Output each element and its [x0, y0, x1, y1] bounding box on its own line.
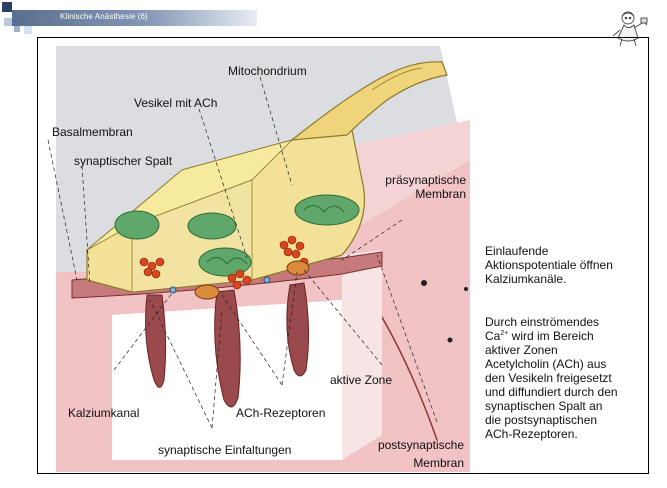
label-basalmembran: Basalmembran [52, 125, 133, 139]
side-p2-line: ACh-Rezeptoren. [485, 427, 650, 441]
side-paragraph-1: Einlaufende Aktionspotentiale öffnen Kal… [485, 244, 650, 286]
label-mitochondrium: Mitochondrium [228, 64, 307, 78]
side-p2-line-ca: Ca2+ wird im Bereich [485, 329, 650, 343]
side-p2-line: Durch einströmendes [485, 315, 650, 329]
side-p1-line: Aktionspotentiale öffnen [485, 258, 650, 272]
side-p2-rest: wird im Bereich [508, 329, 593, 343]
side-p2-line: und diffundiert durch den [485, 385, 650, 399]
calcium-symbol: Ca [485, 329, 500, 343]
label-kalziumkanal: Kalziumkanal [68, 406, 139, 420]
side-p1-line: Einlaufende [485, 244, 650, 258]
label-praesynaptische: präsynaptische [358, 173, 466, 187]
label-synaptischer-spalt: synaptischer Spalt [74, 154, 172, 168]
side-paragraph-2: Durch einströmendes Ca2+ wird im Bereich… [485, 315, 650, 441]
label-ach-rezeptoren: ACh-Rezeptoren [236, 406, 325, 420]
label-vesikel: Vesikel mit ACh [134, 96, 217, 110]
header-title: Klinische Anästhesie (6) [60, 12, 148, 21]
side-p2-line: den Vesikeln freigesetzt [485, 371, 650, 385]
side-p2-line: synaptischen Spalt an [485, 399, 650, 413]
side-p1-line: Kalziumkanäle. [485, 272, 650, 286]
side-p2-line: die postsynaptischen [485, 413, 650, 427]
label-praesynaptische-membran: Membran [358, 187, 466, 201]
label-synaptische-einfaltungen: synaptische Einfaltungen [158, 443, 291, 457]
label-postsynaptische: postsynaptische [354, 438, 464, 452]
label-postsynaptische-membran: Membran [354, 456, 464, 470]
side-p2-line: Acetylcholin (ACh) aus [485, 357, 650, 371]
side-p2-line: aktiver Zonen [485, 343, 650, 357]
label-aktive-zone: aktive Zone [330, 373, 392, 387]
